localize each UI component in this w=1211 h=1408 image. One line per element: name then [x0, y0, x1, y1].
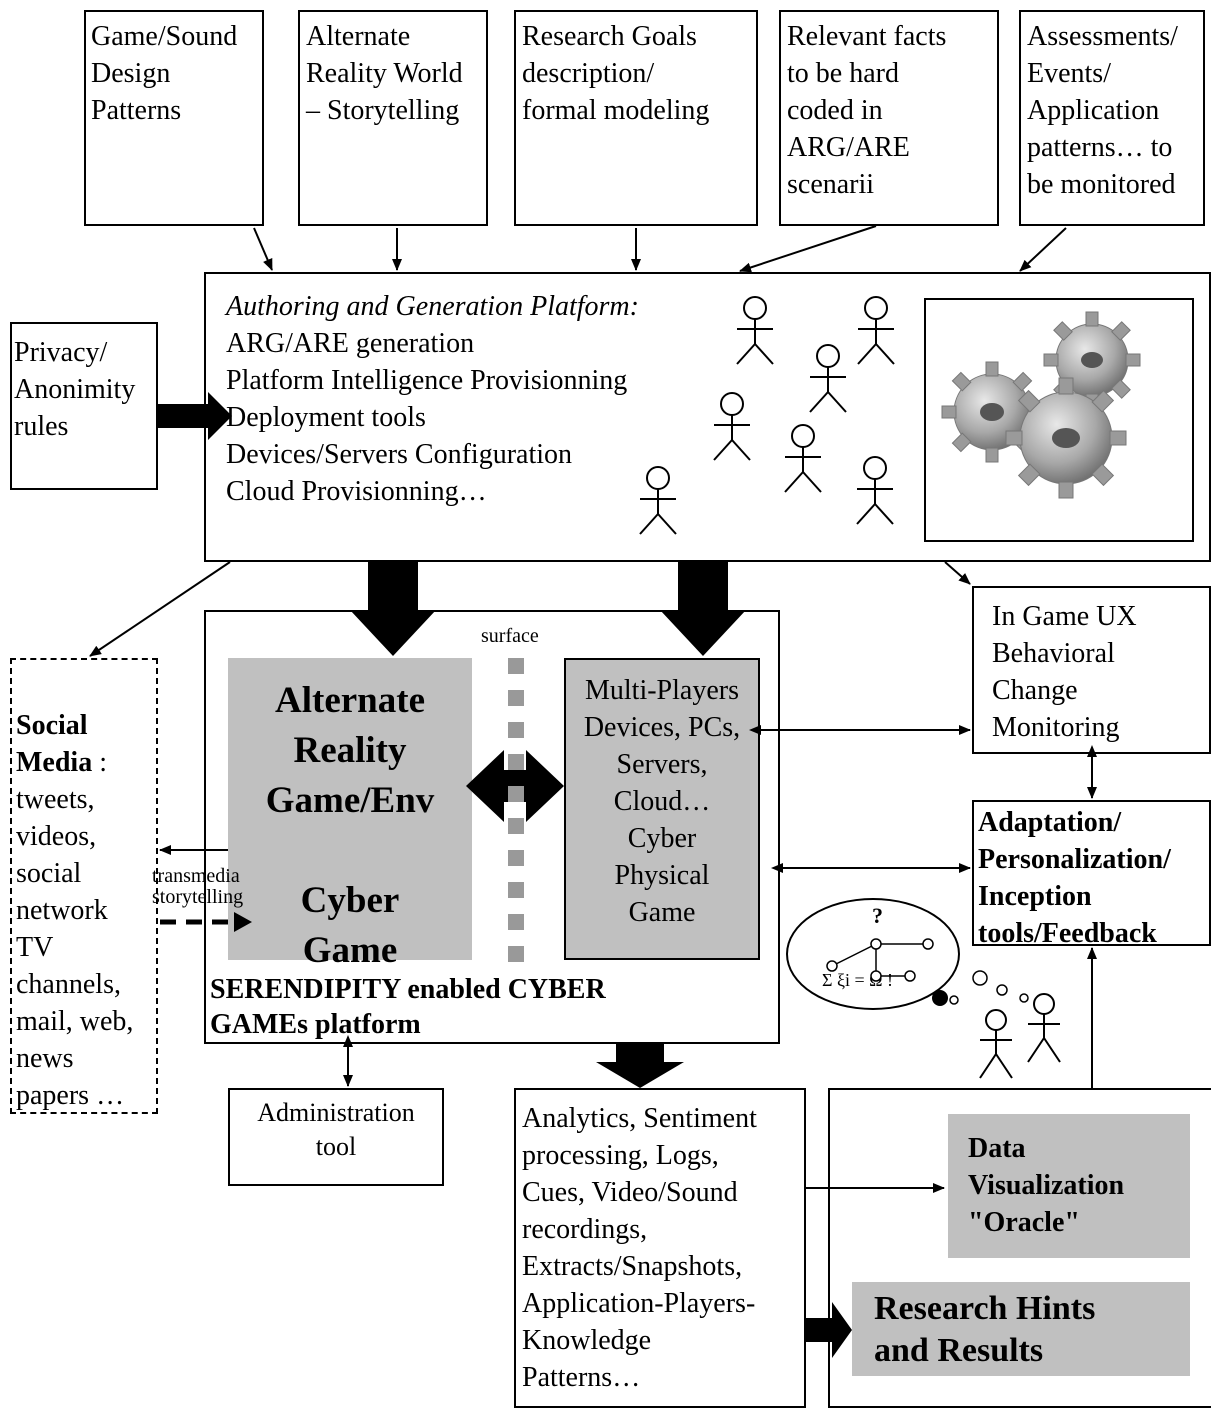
authoring-platform-box: Authoring and Generation Platform: ARG/A… [204, 272, 1211, 562]
relevant-facts-text: Relevant facts to be hard coded in ARG/A… [787, 21, 947, 200]
game-sound-patterns-box: Game/Sound Design Patterns [84, 10, 264, 226]
arg-game-text: Alternate Reality Game/Env Cyber Game [265, 680, 435, 971]
game-sound-patterns-text: Game/Sound Design Patterns [91, 21, 238, 126]
arrow-assessments [1019, 227, 1067, 272]
data-visualization-box: Data Visualization "Oracle" [948, 1114, 1190, 1258]
block-arrow-platform-analytics [596, 1044, 684, 1088]
players-text: Multi-Players Devices, PCs, Servers, Clo… [583, 675, 741, 928]
analytics-box: Analytics, Sentiment processing, Logs, C… [514, 1088, 806, 1408]
gears-icon [941, 311, 1141, 499]
surface-label: surface [481, 625, 539, 647]
social-media-colon: : [92, 747, 107, 778]
relevant-facts-box: Relevant facts to be hard coded in ARG/A… [779, 10, 999, 226]
research-goals-box: Research Goals description/ formal model… [514, 10, 758, 226]
bubble-trail [949, 970, 1029, 1005]
assessments-box: Assessments/ Events/ Application pattern… [1019, 10, 1205, 226]
analytics-text: Analytics, Sentiment processing, Logs, C… [522, 1103, 757, 1393]
thought-bubble: ? Σ ξi = Ω ! [786, 898, 960, 1010]
serendipity-label: SERENDIPITY enabled CYBER GAMEs platform [210, 974, 606, 1040]
adaptation-text: Adaptation/ Personalization/ Inception t… [978, 807, 1171, 949]
privacy-rules-text: Privacy/ Anonimity rules [14, 337, 136, 442]
research-hints-box: Research Hints and Results [852, 1282, 1190, 1376]
thought-formula: Σ ξi = Ω ! [822, 970, 894, 990]
data-visualization-text: Data Visualization "Oracle" [968, 1133, 1125, 1238]
assessments-text: Assessments/ Events/ Application pattern… [1027, 21, 1178, 200]
arrow-to-ux [944, 561, 971, 585]
alternate-reality-world-text: Alternate Reality World – Storytelling [306, 21, 463, 126]
social-media-title: Social Media [16, 710, 93, 778]
authoring-platform-title: Authoring and Generation Platform: [226, 291, 639, 322]
person-icon [979, 1009, 1013, 1079]
serendipity-platform-box: Alternate Reality Game/Env Cyber Game Mu… [204, 610, 780, 1044]
social-media-content: Social Media : tweets, videos, social ne… [16, 670, 133, 1151]
alternate-reality-world-box: Alternate Reality World – Storytelling [298, 10, 488, 226]
social-media-items: tweets, videos, social network TV channe… [16, 784, 134, 1111]
arrow-game-sound [253, 227, 273, 271]
arg-game-box: Alternate Reality Game/Env Cyber Game [228, 658, 472, 971]
admin-tool-box: Administration tool [228, 1088, 444, 1186]
adaptation-box: Adaptation/ Personalization/ Inception t… [972, 800, 1211, 949]
ux-monitoring-text: In Game UX Behavioral Change Monitoring [992, 601, 1137, 743]
research-goals-text: Research Goals description/ formal model… [522, 21, 710, 126]
authoring-platform-items: ARG/ARE generation Platform Intelligence… [226, 328, 628, 507]
arrow-relevant-facts [739, 225, 877, 273]
social-media-box: Social Media : tweets, videos, social ne… [10, 658, 158, 1114]
ux-monitoring-box: In Game UX Behavioral Change Monitoring [972, 586, 1211, 754]
results-box: Data Visualization "Oracle" Research Hin… [828, 1088, 1211, 1408]
transmedia-label: transmedia storytelling [152, 865, 244, 908]
thought-question: ? [872, 903, 883, 928]
admin-tool-text: Administration tool [257, 1098, 415, 1161]
research-hints-text: Research Hints and Results [874, 1290, 1096, 1369]
gears-image-frame [924, 298, 1194, 542]
privacy-rules-box: Privacy/ Anonimity rules [10, 322, 158, 490]
person-icon [1027, 993, 1061, 1063]
players-box: Multi-Players Devices, PCs, Servers, Clo… [564, 658, 760, 960]
